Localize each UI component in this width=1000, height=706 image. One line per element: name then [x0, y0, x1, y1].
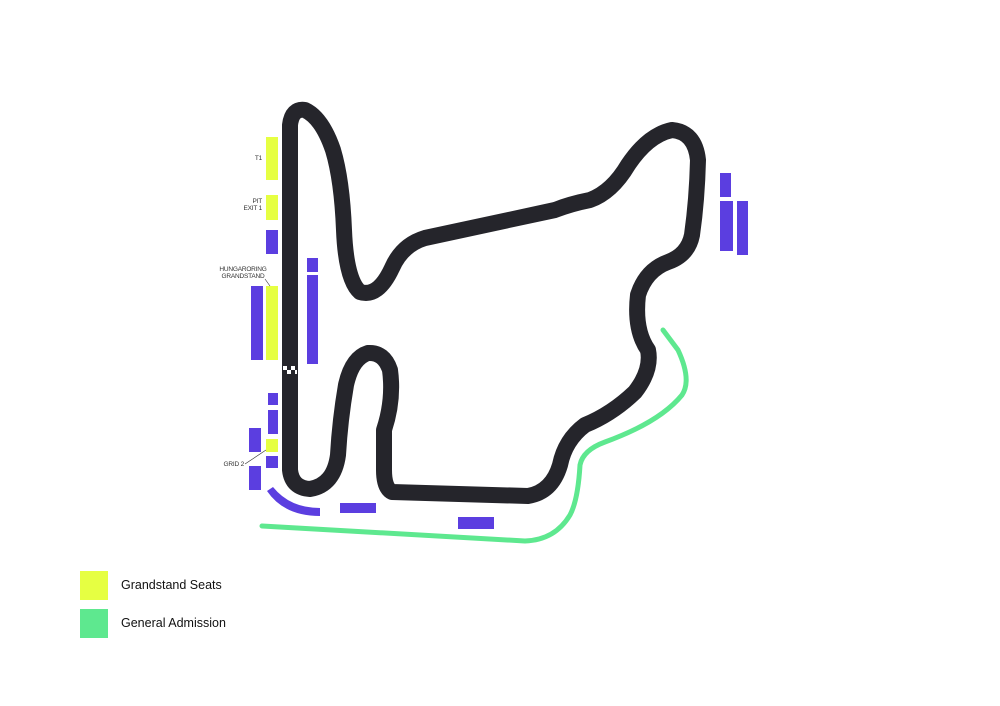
stand[interactable]: [267, 487, 320, 516]
label-t1: T1: [254, 155, 262, 162]
legend-swatch-general-admission: [80, 609, 108, 638]
grandstand-t1[interactable]: [266, 137, 278, 180]
general-admission-area[interactable]: [259, 327, 689, 544]
label-pit-exit-1: PIT EXIT 1: [230, 198, 262, 212]
label-hungaroring-line2: GRANDSTAND: [221, 273, 265, 280]
start-finish-line: [283, 366, 297, 374]
stand[interactable]: [307, 258, 318, 272]
stand[interactable]: [720, 173, 731, 197]
stand[interactable]: [268, 410, 278, 434]
grandstand-hungaroring[interactable]: [266, 286, 278, 360]
stand[interactable]: [720, 201, 733, 251]
label-grid-2: GRID 2: [223, 461, 245, 468]
stand[interactable]: [307, 275, 318, 364]
stand[interactable]: [266, 456, 278, 468]
stand[interactable]: [251, 286, 263, 360]
race-track: [282, 101, 706, 504]
label-hungaroring-grandstand: HUNGARORING GRANDSTAND: [216, 266, 270, 280]
stand[interactable]: [340, 503, 376, 513]
label-pit-exit-1-line1: PIT: [252, 198, 262, 205]
label-hungaroring-line1: HUNGARORING: [219, 266, 267, 273]
grandstand-grid-2[interactable]: [266, 439, 278, 452]
legend-label-general-admission: General Admission: [121, 616, 226, 630]
stand[interactable]: [458, 517, 494, 529]
label-pit-exit-1-line2: EXIT 1: [243, 205, 262, 212]
stand[interactable]: [249, 428, 261, 452]
stand[interactable]: [737, 201, 748, 255]
grandstand-pit-exit-1[interactable]: [266, 195, 278, 220]
legend-swatch-grandstand: [80, 571, 108, 600]
hungaroring-leader-line: [264, 278, 271, 287]
stand[interactable]: [249, 466, 261, 490]
grid-2-leader-line: [244, 449, 267, 465]
legend-label-grandstand: Grandstand Seats: [121, 578, 222, 592]
stand[interactable]: [268, 393, 278, 405]
stand[interactable]: [266, 230, 278, 254]
